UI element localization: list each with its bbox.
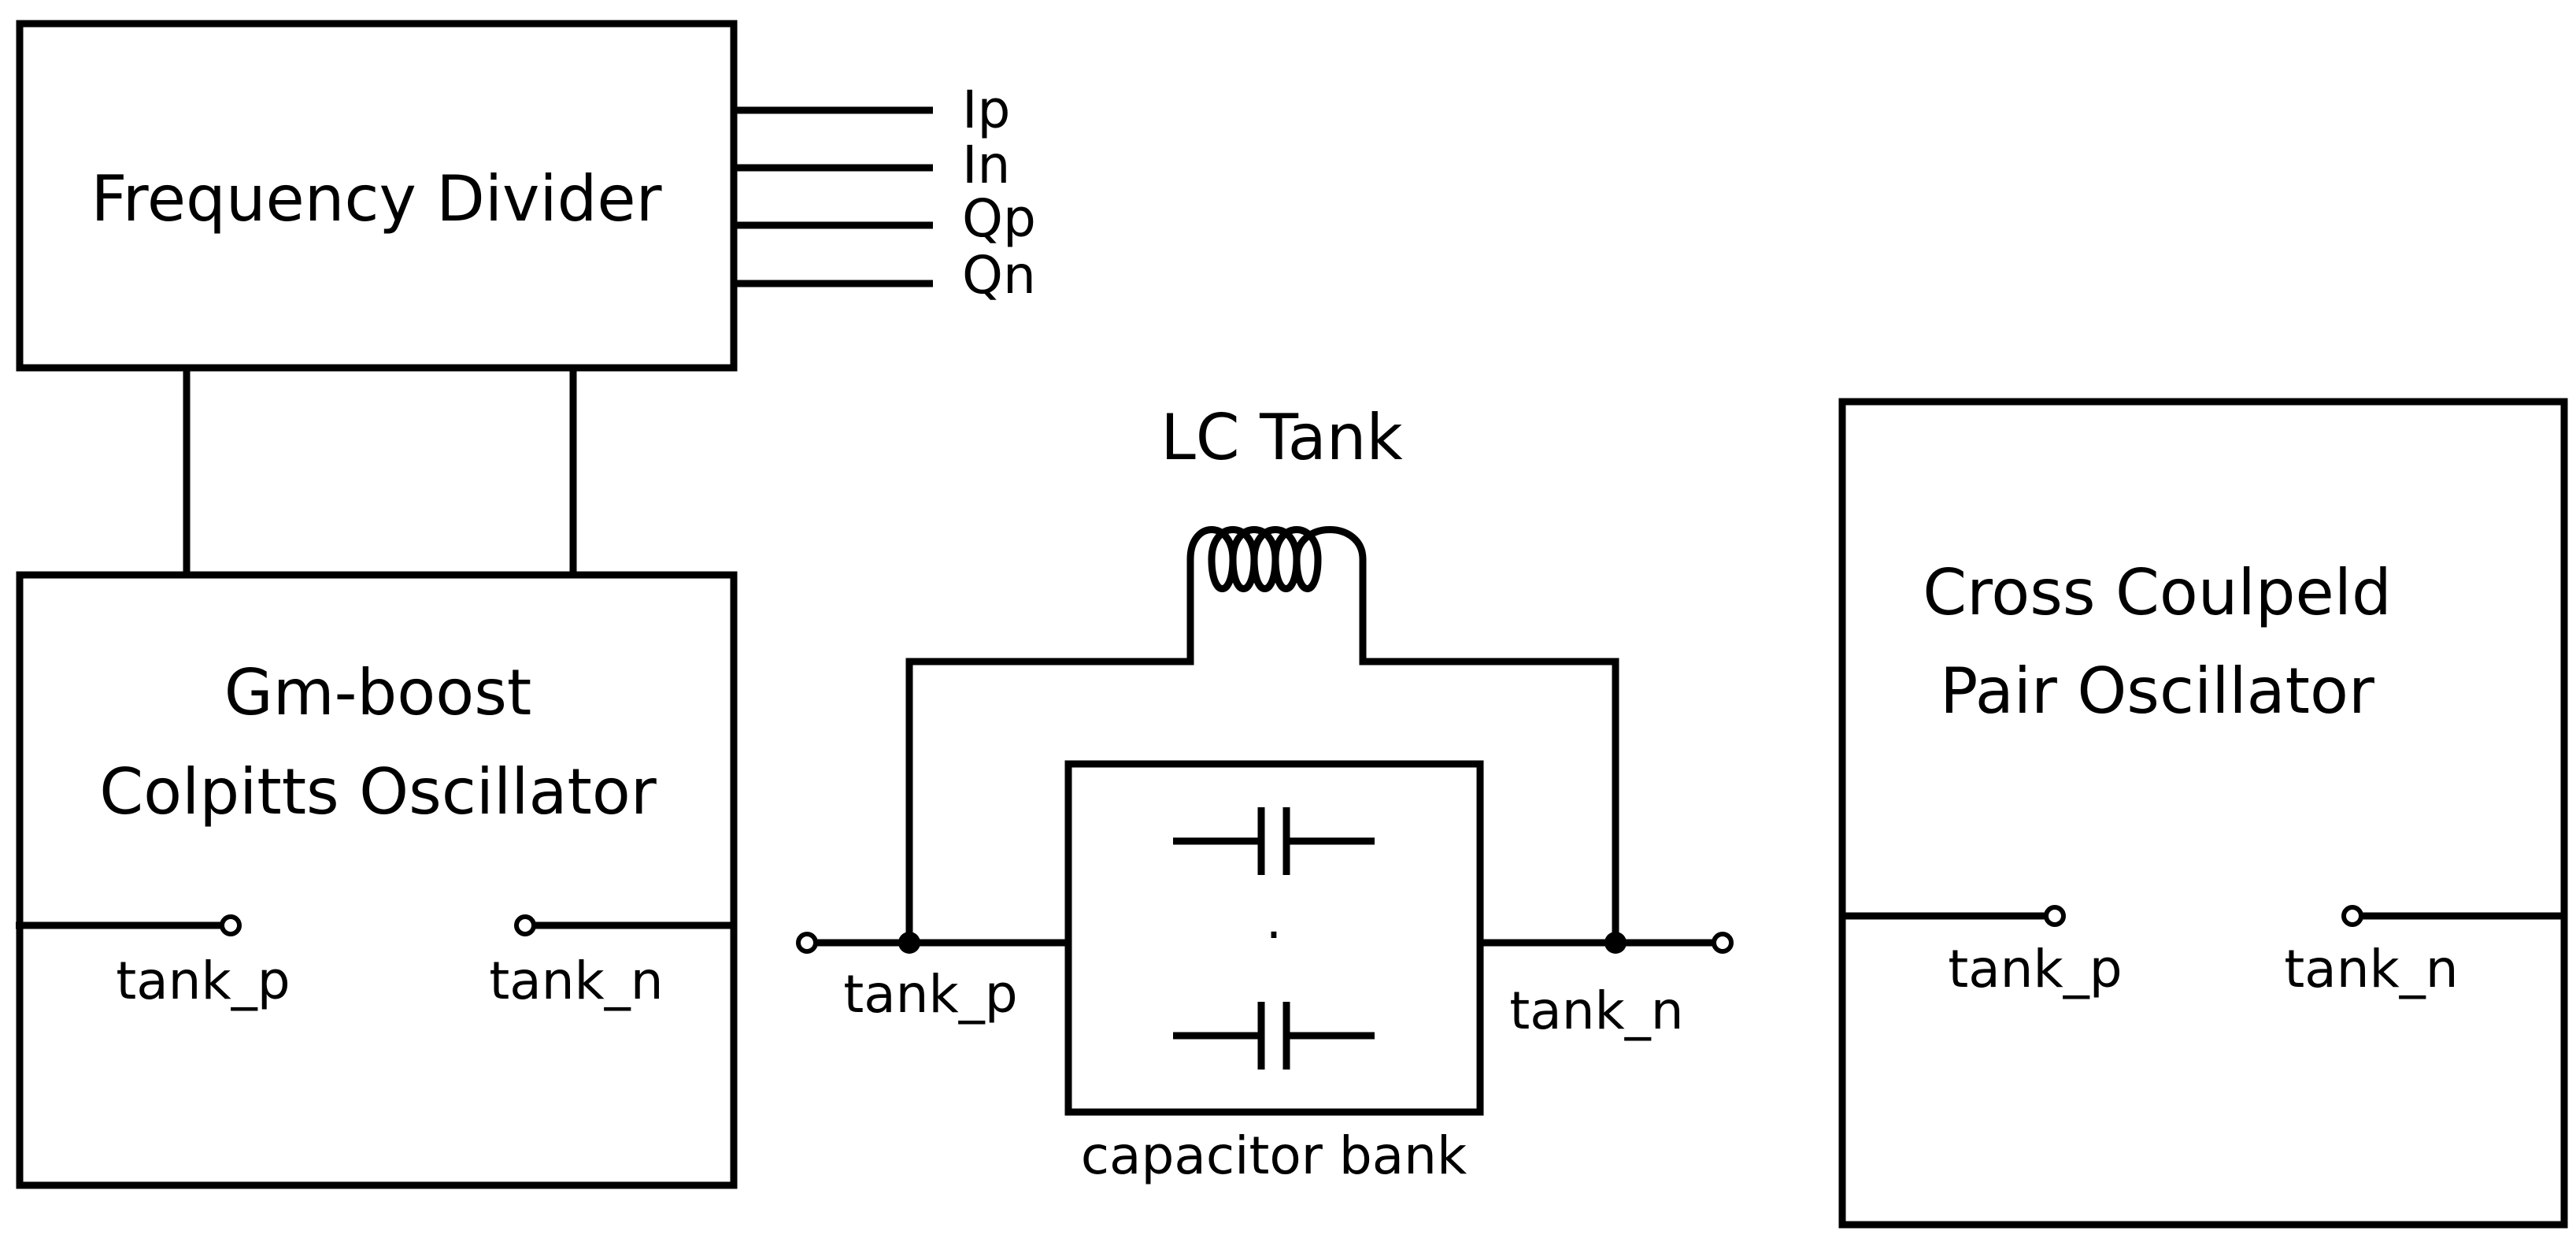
lc-tank-p-terminal [796,932,818,954]
colpitts-oscillator-block: Gm-boost Colpitts Oscillator tank_p tank… [16,571,738,1189]
cross-coupled-oscillator-block: Cross Coulpeld Pair Oscillator tank_p ta… [1838,398,2568,1229]
cross-coupled-tank-n-terminal [2341,905,2363,927]
colpitts-label-line1: Gm-boost [224,656,532,729]
capacitor-bank-label: capacitor bank [1081,1125,1468,1186]
inductor-symbol [905,526,1619,943]
cross-coupled-oscillator-box [1838,398,2568,1229]
colpitts-tank-n-terminal [514,914,536,936]
colpitts-oscillator-box [16,571,738,1189]
colpitts-port-label-p: tank_p [116,951,290,1011]
output-label-in: In [962,135,1010,195]
output-label-qn: Qn [962,245,1036,306]
colpitts-port-label-n: tank_n [489,951,663,1011]
cross-coupled-port-label-n: tank_n [2284,939,2458,999]
capacitor-bank: · capacitor bank [1064,760,1484,1186]
capacitor-symbol-top [1173,807,1375,875]
cross-coupled-label-line2: Pair Oscillator [1940,654,2374,728]
frequency-divider-block: Frequency Divider Ip In Qp Qn [16,20,1036,372]
frequency-divider-label: Frequency Divider [91,162,662,235]
capacitor-bank-box [1064,760,1484,1116]
junction-dot-n [1604,932,1627,954]
lc-tank-block: LC Tank tank_p tank_n · [796,401,1734,1186]
frequency-divider-box [16,20,738,372]
cross-coupled-tank-p-terminal [2044,905,2066,927]
lc-tank-n-terminal [1712,932,1734,954]
lc-tank-label: LC Tank [1160,401,1403,474]
lc-tank-port-label-p: tank_p [843,964,1017,1025]
output-label-qp: Qp [962,188,1036,249]
cross-coupled-label-line1: Cross Coulpeld [1923,556,2391,629]
capacitor-symbol-bottom [1173,1002,1375,1070]
output-label-ip: Ip [962,80,1010,140]
cross-coupled-port-label-p: tank_p [1948,939,2122,999]
colpitts-label-line2: Colpitts Oscillator [99,755,657,829]
capacitor-bank-ellipsis: · [1266,905,1282,966]
lc-tank-port-label-n: tank_n [1509,981,1683,1041]
junction-dot-p [898,932,920,954]
colpitts-tank-p-terminal [220,914,242,936]
